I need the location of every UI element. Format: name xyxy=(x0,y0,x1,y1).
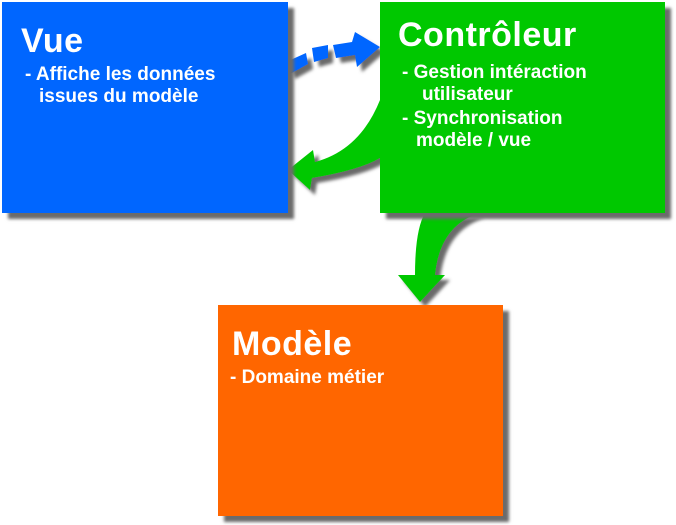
arrow-vue-to-controleur xyxy=(286,32,380,74)
controleur-item: modèle / vue xyxy=(416,130,532,151)
controleur-item: - Gestion intéraction xyxy=(402,62,587,83)
controleur-box: Contrôleur - Gestion intéraction utilisa… xyxy=(380,2,665,213)
controleur-title: Contrôleur xyxy=(398,16,577,54)
modele-title: Modèle xyxy=(232,325,353,363)
modele-box: Modèle - Domaine métier xyxy=(218,305,503,516)
arrow-controleur-to-vue xyxy=(288,100,380,190)
arrow-controleur-to-modele xyxy=(398,213,480,302)
controleur-item: utilisateur xyxy=(422,84,513,105)
vue-title: Vue xyxy=(21,22,84,60)
vue-item: issues du modèle xyxy=(39,86,199,107)
modele-item: - Domaine métier xyxy=(230,367,385,388)
controleur-item: - Synchronisation xyxy=(402,108,563,129)
vue-box: Vue - Affiche les données issues du modè… xyxy=(2,2,288,213)
vue-item: - Affiche les données xyxy=(25,64,216,85)
